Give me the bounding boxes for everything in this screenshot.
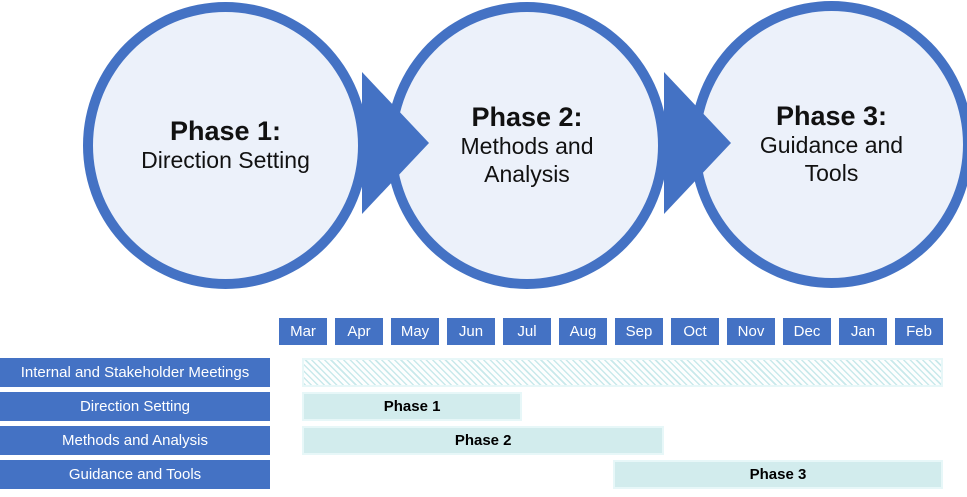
month-cell: Dec — [783, 318, 831, 345]
gantt-bar-phase-1: Phase 1 — [302, 392, 523, 421]
month-cell: Jun — [447, 318, 495, 345]
phase-2-circle: Phase 2: Methods and Analysis — [386, 2, 668, 289]
month-cell: Jan — [839, 318, 887, 345]
phase-3-circle: Phase 3: Guidance and Tools — [690, 1, 967, 288]
month-cell: Jul — [503, 318, 551, 345]
month-cell: Apr — [335, 318, 383, 345]
gantt-bar-label: Phase 3 — [749, 466, 807, 483]
month-cell: Feb — [895, 318, 943, 345]
phase-2-subtitle: Methods and Analysis — [460, 133, 594, 188]
phase-2-title: Phase 2: — [471, 102, 583, 133]
phase-1-circle: Phase 1: Direction Setting — [83, 2, 368, 289]
gantt-bar-label: Phase 1 — [383, 398, 441, 415]
phase-1-title: Phase 1: — [169, 116, 282, 147]
phase-3-subtitle: Guidance and Tools — [759, 132, 904, 187]
row-label-methods-and-analysis: Methods and Analysis — [0, 426, 270, 455]
month-cell: Mar — [279, 318, 327, 345]
row-label-direction-setting: Direction Setting — [0, 392, 270, 421]
row-label-internal-stakeholder-meetings: Internal and Stakeholder Meetings — [0, 358, 270, 387]
gantt-bar-phase-2: Phase 2 — [302, 426, 665, 455]
month-cell: Nov — [727, 318, 775, 345]
month-cell: May — [391, 318, 439, 345]
row-label-guidance-and-tools: Guidance and Tools — [0, 460, 270, 489]
phase-3-title: Phase 3: — [775, 101, 888, 132]
gantt-bar-phase-3: Phase 3 — [612, 460, 943, 489]
gantt-bar-label: Phase 2 — [454, 432, 512, 449]
month-cell: Sep — [615, 318, 663, 345]
gantt-timeline: Phase 1 Phase 2 Phase 3 — [279, 358, 943, 489]
gantt-month-header: Mar Apr May Jun Jul Aug Sep Oct Nov Dec … — [279, 318, 943, 345]
month-cell: Oct — [671, 318, 719, 345]
phase-1-subtitle: Direction Setting — [141, 147, 310, 174]
gantt-bar-meetings — [302, 358, 943, 387]
month-cell: Aug — [559, 318, 607, 345]
